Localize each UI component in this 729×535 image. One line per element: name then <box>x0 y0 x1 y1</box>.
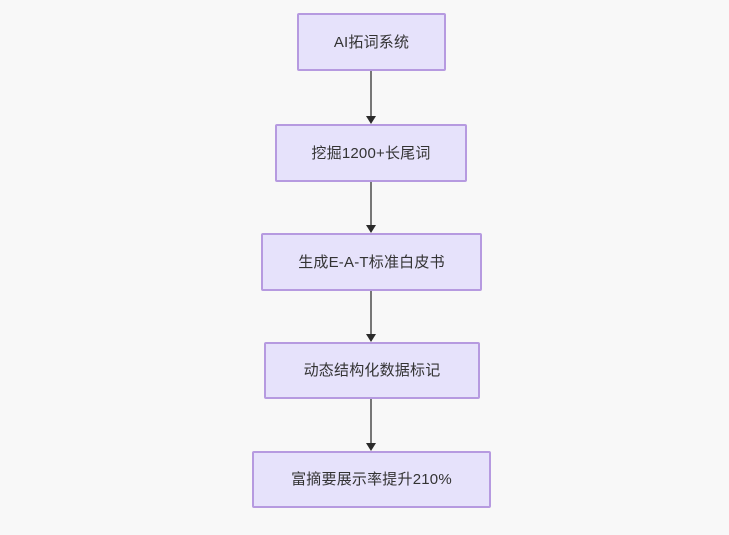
arrow-down-icon <box>366 443 376 451</box>
flow-edge-line <box>370 182 372 225</box>
flow-node-label: 生成E-A-T标准白皮书 <box>298 253 445 271</box>
arrow-down-icon <box>366 225 376 233</box>
flow-edge-line <box>370 399 372 443</box>
flow-edge-line <box>370 71 372 116</box>
flow-node-label: 挖掘1200+长尾词 <box>311 144 431 162</box>
flow-node-label: 富摘要展示率提升210% <box>291 471 452 488</box>
flow-node-rich-snippet-result[interactable]: 富摘要展示率提升210% <box>252 451 491 508</box>
flow-node-ai-keyword-system[interactable]: AI拓词系统 <box>297 13 446 71</box>
flow-edge-line <box>370 291 372 334</box>
arrow-down-icon <box>366 116 376 124</box>
flow-node-label: AI拓词系统 <box>333 33 410 51</box>
flow-node-structured-data-markup[interactable]: 动态结构化数据标记 <box>264 342 480 399</box>
flow-node-longtail-keywords[interactable]: 挖掘1200+长尾词 <box>275 124 467 182</box>
arrow-down-icon <box>366 334 376 342</box>
flow-node-eat-whitepaper[interactable]: 生成E-A-T标准白皮书 <box>261 233 482 291</box>
flow-node-label: 动态结构化数据标记 <box>303 362 441 379</box>
